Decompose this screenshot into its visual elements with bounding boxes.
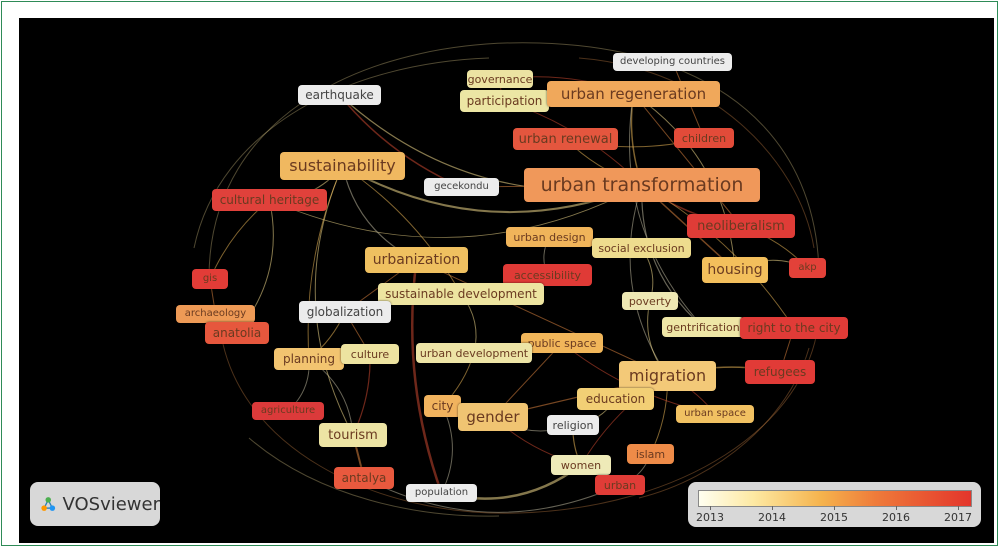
year-color-legend: 2013 2014 2015 2016 2017 <box>688 482 981 527</box>
node-gender[interactable]: gender <box>458 403 528 431</box>
node-gecekondu[interactable]: gecekondu <box>424 178 499 196</box>
legend-year-2016: 2016 <box>882 511 910 524</box>
node-education[interactable]: education <box>577 388 654 410</box>
vosviewer-logo[interactable]: VOSviewer <box>30 482 160 526</box>
node-social-exclusion[interactable]: social exclusion <box>592 238 691 258</box>
node-islam[interactable]: islam <box>627 444 674 464</box>
link-urban-transformation-migration <box>629 184 668 377</box>
hull-arc <box>193 57 490 249</box>
link-urban-regeneration-neoliberalism <box>633 93 742 227</box>
legend-tick-2016 <box>896 506 897 510</box>
vosviewer-logo-text: VOSviewer <box>62 493 160 515</box>
node-gis[interactable]: gis <box>192 269 228 289</box>
hull-arc <box>208 42 820 279</box>
node-archaeology[interactable]: archaeology <box>176 305 255 323</box>
legend-year-2014: 2014 <box>758 511 786 524</box>
node-city[interactable]: city <box>424 395 461 417</box>
node-refugees[interactable]: refugees <box>745 360 815 384</box>
legend-tick-2017 <box>958 506 959 510</box>
node-urban-transformation[interactable]: urban transformation <box>524 168 760 202</box>
node-urbanization[interactable]: urbanization <box>365 247 468 273</box>
legend-tick-2015 <box>834 506 835 510</box>
node-developing-countries[interactable]: developing countries <box>613 53 732 71</box>
node-globalization[interactable]: globalization <box>299 301 391 323</box>
node-akp[interactable]: akp <box>789 258 826 278</box>
legend-year-2017: 2017 <box>944 511 972 524</box>
hull-arc <box>218 317 820 514</box>
node-urban[interactable]: urban <box>595 475 645 495</box>
link-urban-transformation-cultural-heritage <box>269 184 643 238</box>
hull-arc <box>248 437 500 517</box>
node-planning[interactable]: planning <box>274 348 344 370</box>
node-earthquake[interactable]: earthquake <box>298 85 381 105</box>
link-antalya-urban <box>363 477 621 513</box>
link-population-city <box>441 405 453 494</box>
node-migration[interactable]: migration <box>619 361 716 391</box>
node-sustainability[interactable]: sustainability <box>280 152 405 180</box>
node-gentrification[interactable]: gentrification <box>662 317 744 337</box>
node-urban-development[interactable]: urban development <box>416 343 532 363</box>
node-urban-renewal[interactable]: urban renewal <box>513 128 618 150</box>
legend-year-2015: 2015 <box>820 511 848 524</box>
node-children[interactable]: children <box>674 128 734 148</box>
node-accessibility[interactable]: accessibility <box>503 264 592 286</box>
link-sustainability-urbanization <box>341 165 417 261</box>
legend-year-2013: 2013 <box>696 511 724 524</box>
node-urban-design[interactable]: urban design <box>506 227 593 247</box>
network-map-canvas[interactable]: governance developing countries earthqua… <box>19 18 994 543</box>
node-right-to-the-city[interactable]: right to the city <box>740 317 848 339</box>
node-urban-space[interactable]: urban space <box>676 405 754 423</box>
node-population[interactable]: population <box>406 484 477 502</box>
node-governance[interactable]: governance <box>467 70 533 88</box>
link-planning-sustainability <box>307 165 343 360</box>
node-antalya[interactable]: antalya <box>334 467 394 489</box>
node-poverty[interactable]: poverty <box>622 292 678 310</box>
legend-color-bar <box>698 490 972 507</box>
node-sustainable-development[interactable]: sustainable development <box>378 283 544 305</box>
node-housing[interactable]: housing <box>702 257 768 283</box>
vosviewer-logo-icon <box>41 497 56 511</box>
node-religion[interactable]: religion <box>547 415 599 435</box>
link-urban-regeneration-gentrification <box>629 93 704 328</box>
node-anatolia[interactable]: anatolia <box>205 322 269 344</box>
node-urban-regeneration[interactable]: urban regeneration <box>547 81 720 107</box>
legend-tick-2013 <box>710 506 711 510</box>
node-cultural-heritage[interactable]: cultural heritage <box>212 189 327 211</box>
node-neoliberalism[interactable]: neoliberalism <box>687 214 795 238</box>
node-agriculture[interactable]: agriculture <box>252 402 324 420</box>
node-participation[interactable]: participation <box>460 90 549 112</box>
node-tourism[interactable]: tourism <box>319 423 387 447</box>
node-culture[interactable]: culture <box>341 344 399 364</box>
link-urban-transformation-gentrification <box>641 184 704 328</box>
legend-tick-2014 <box>772 506 773 510</box>
node-public-space[interactable]: public space <box>521 333 603 353</box>
node-women[interactable]: women <box>551 455 611 475</box>
